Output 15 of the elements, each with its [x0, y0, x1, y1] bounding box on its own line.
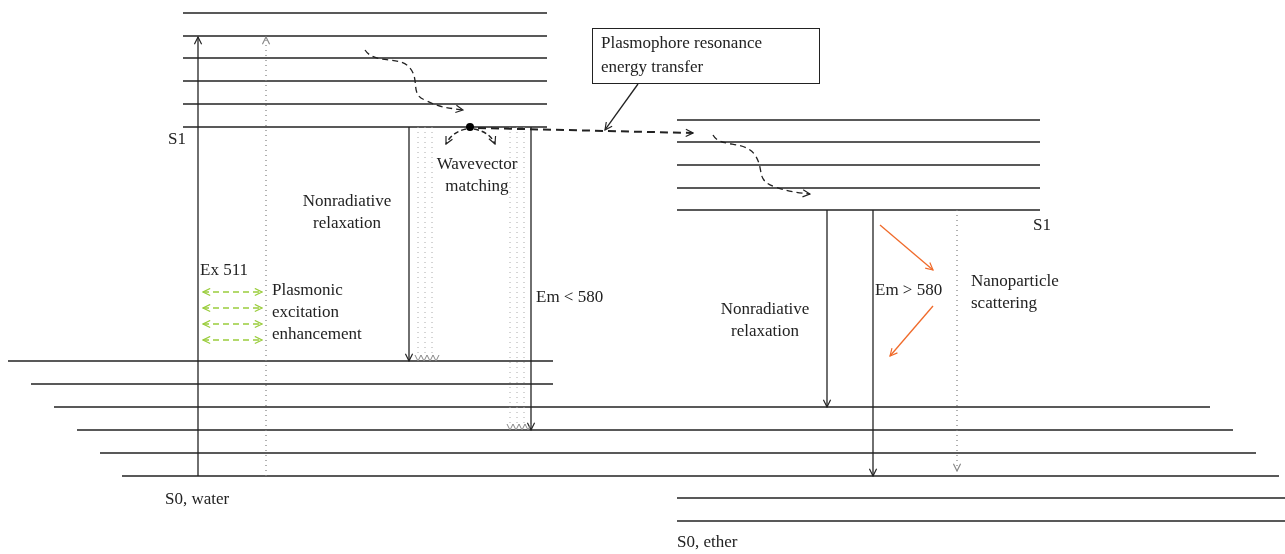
wavelength-label: Ex 511	[200, 259, 249, 281]
process-label: Nonradiative relaxation	[719, 298, 811, 342]
level-label: S1	[168, 128, 187, 150]
level-label: S1	[1033, 214, 1052, 236]
wavelength-label: Em < 580	[536, 286, 605, 308]
process-label: Nanoparticle scattering	[971, 270, 1060, 314]
level-label: S0, ether	[677, 531, 739, 553]
callout-box: Plasmophore resonance energy transfer	[592, 28, 820, 84]
process-label: Plasmonic excitation enhancement	[272, 279, 363, 345]
process-label: Wavevector matching	[435, 153, 519, 197]
dashed-arrow	[477, 127, 694, 137]
wavelength-label: Em > 580	[875, 279, 944, 301]
leader-line	[604, 83, 639, 131]
process-label: Nonradiative relaxation	[301, 190, 393, 234]
level-label: S0, water	[165, 488, 231, 510]
